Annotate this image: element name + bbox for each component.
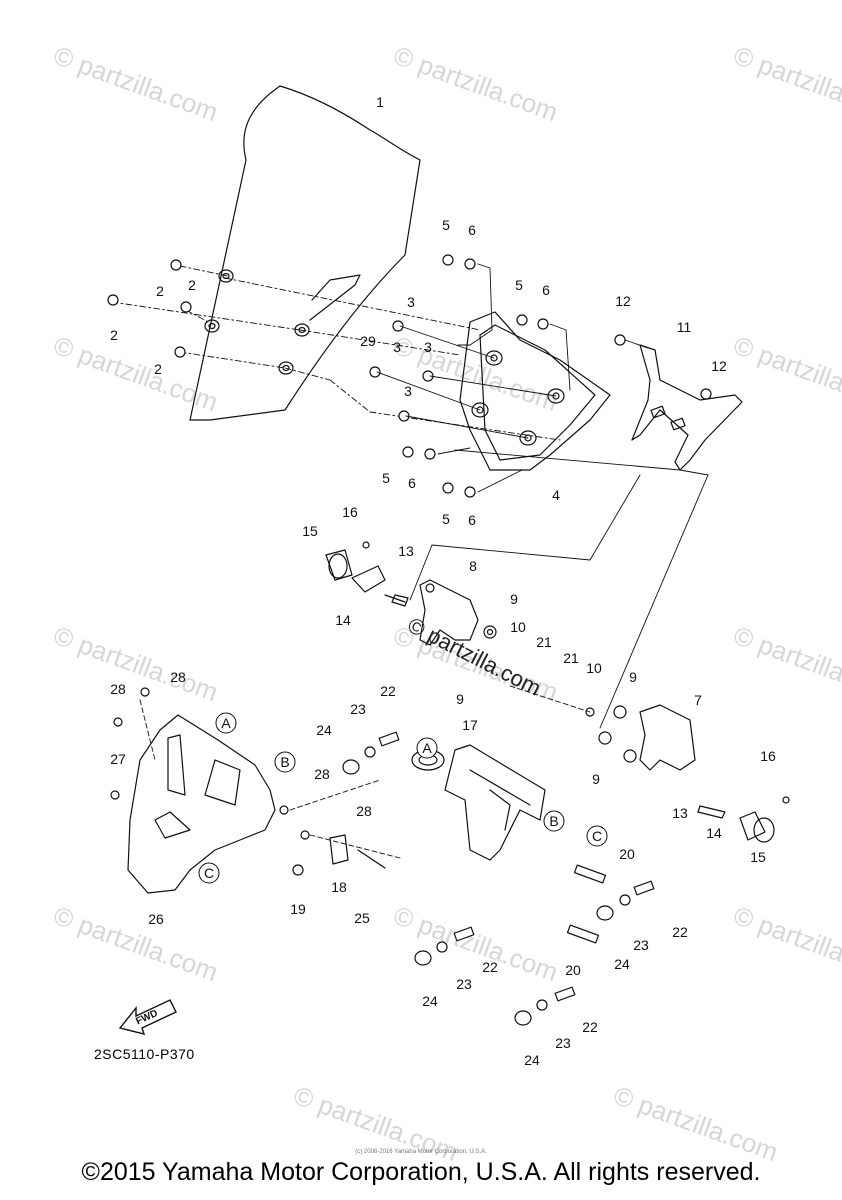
grommet <box>471 350 565 446</box>
cowl-26 <box>127 714 276 894</box>
reference-marker-label: A <box>422 740 432 756</box>
bracket-7 <box>639 704 696 771</box>
callout-3: 3 <box>424 339 432 355</box>
callout-3: 3 <box>404 383 412 399</box>
callout-21: 21 <box>536 634 552 650</box>
callout-22: 22 <box>482 959 498 975</box>
callout-2: 2 <box>154 361 162 377</box>
callout-6: 6 <box>542 282 550 298</box>
callout-22: 22 <box>582 1019 598 1035</box>
windshield-sticker-29 <box>309 274 361 321</box>
reference-marker-c: C <box>198 862 220 884</box>
screw-2 <box>107 259 192 358</box>
callout-24: 24 <box>422 993 438 1009</box>
callout-5: 5 <box>442 511 450 527</box>
callout-9: 9 <box>629 669 637 685</box>
knob-assembly-right <box>697 796 790 843</box>
callout-28: 28 <box>170 669 186 685</box>
callout-12: 12 <box>711 358 727 374</box>
grommet <box>204 269 310 375</box>
callout-6: 6 <box>468 222 476 238</box>
callout-9: 9 <box>510 591 518 607</box>
callout-13: 13 <box>672 805 688 821</box>
diagram-code: 2SC5110-P370 <box>94 1046 195 1062</box>
callout-23: 23 <box>456 976 472 992</box>
callout-29: 29 <box>360 333 376 349</box>
callout-23: 23 <box>633 937 649 953</box>
callout-17: 17 <box>462 717 478 733</box>
inner-bracket-part <box>459 311 611 471</box>
nut-3 <box>369 320 434 422</box>
callout-2: 2 <box>110 327 118 343</box>
callout-14: 14 <box>706 825 722 841</box>
reference-marker-label: A <box>221 715 231 731</box>
callout-15: 15 <box>750 849 766 865</box>
callout-24: 24 <box>614 956 630 972</box>
callout-5: 5 <box>515 277 523 293</box>
callout-3: 3 <box>393 339 401 355</box>
reference-marker-label: B <box>549 813 558 829</box>
reference-marker-label: B <box>280 754 289 770</box>
reference-marker-label: C <box>592 828 602 844</box>
callout-16: 16 <box>342 504 358 520</box>
copyright-notice: ©2015 Yamaha Motor Corporation, U.S.A. A… <box>81 1158 761 1186</box>
reference-marker-a: A <box>215 712 237 734</box>
callout-6: 6 <box>408 475 416 491</box>
callout-25: 25 <box>354 910 370 926</box>
fwd-arrow-icon: FWD <box>118 999 177 1035</box>
callout-13: 13 <box>398 543 414 559</box>
reference-marker-b: B <box>543 810 565 832</box>
reference-marker-c: C <box>586 825 608 847</box>
callout-28: 28 <box>314 766 330 782</box>
callout-12: 12 <box>615 293 631 309</box>
knob-assembly-left <box>325 541 409 607</box>
callout-11: 11 <box>677 319 692 335</box>
main-bracket-17 <box>444 744 546 861</box>
callout-18: 18 <box>331 879 347 895</box>
callout-26: 26 <box>148 911 164 927</box>
callout-16: 16 <box>760 748 776 764</box>
callout-28: 28 <box>356 803 372 819</box>
callout-3: 3 <box>407 294 415 310</box>
callout-24: 24 <box>316 722 332 738</box>
callout-10: 10 <box>586 660 602 676</box>
callout-7: 7 <box>694 692 702 708</box>
callout-14: 14 <box>335 612 351 628</box>
reference-marker-b: B <box>274 751 296 773</box>
callout-2: 2 <box>188 277 196 293</box>
reference-marker-a: A <box>416 737 438 759</box>
callout-19: 19 <box>290 901 306 917</box>
callout-10: 10 <box>510 619 526 635</box>
callout-21: 21 <box>563 650 579 666</box>
windshield-part <box>189 85 421 421</box>
reference-marker-label: C <box>204 865 214 881</box>
callout-28: 28 <box>110 681 126 697</box>
callout-9: 9 <box>592 771 600 787</box>
callout-23: 23 <box>350 701 366 717</box>
callout-22: 22 <box>672 924 688 940</box>
callout-20: 20 <box>619 846 635 862</box>
bracket-8 <box>419 579 479 646</box>
callout-27: 27 <box>110 751 126 767</box>
callout-5: 5 <box>382 470 390 486</box>
callout-15: 15 <box>302 523 318 539</box>
callout-20: 20 <box>565 962 581 978</box>
callout-2: 2 <box>156 283 164 299</box>
callout-1: 1 <box>376 94 384 110</box>
callout-9: 9 <box>456 691 464 707</box>
callout-22: 22 <box>380 683 396 699</box>
fine-print: (c) 2008-2016 Yamaha Motor Corporation, … <box>355 1149 487 1155</box>
callout-8: 8 <box>469 558 477 574</box>
callout-23: 23 <box>555 1035 571 1051</box>
callout-4: 4 <box>552 487 560 503</box>
callout-6: 6 <box>468 512 476 528</box>
callout-24: 24 <box>524 1052 540 1068</box>
callout-5: 5 <box>442 217 450 233</box>
